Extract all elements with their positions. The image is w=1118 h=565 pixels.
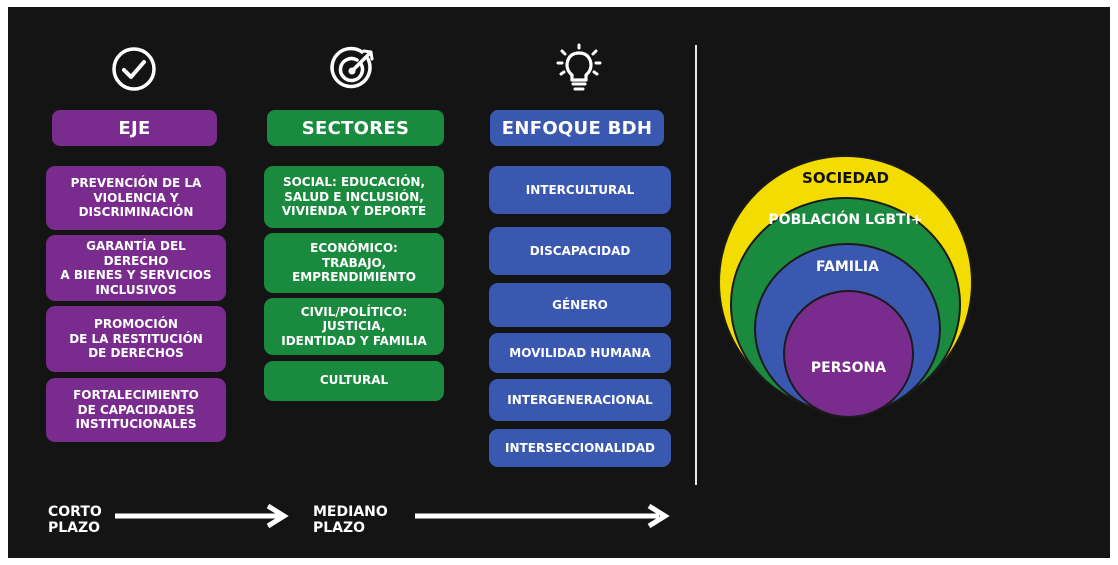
eje-item-garantia: GARANTÍA DEL DERECHO A BIENES Y SERVICIO… (46, 235, 226, 301)
header-sectores: SECTORES (267, 110, 444, 146)
lightbulb-icon (556, 43, 602, 91)
enfoque-item-discapacidad: DISCAPACIDAD (489, 227, 671, 275)
enfoque-item-intergeneracional: INTERGENERACIONAL (489, 379, 671, 421)
check-circle-icon (112, 47, 156, 91)
sector-item-economico: ECONÓMICO: TRABAJO, EMPRENDIMIENTO (264, 233, 444, 293)
eje-item-prevencion: PREVENCIÓN DE LA VIOLENCIA Y DISCRIMINAC… (46, 166, 226, 230)
label-familia: FAMILIA (816, 259, 879, 275)
timeline-short-term-label: CORTO PLAZO (48, 504, 102, 536)
header-enfoque-bdh: ENFOQUE BDH (490, 110, 664, 146)
header-eje: EJE (52, 110, 217, 146)
enfoque-item-interseccionalidad: INTERSECCIONALIDAD (489, 429, 671, 467)
diagram-canvas: EJE SECTORES ENFOQUE BDH PREVENCIÓN DE L… (8, 7, 1110, 558)
enfoque-item-intercultural: INTERCULTURAL (489, 166, 671, 214)
label-persona: PERSONA (810, 360, 887, 376)
label-poblacion-lgbti: POBLACIÓN LGBTI+ (768, 212, 923, 228)
enfoque-item-genero: GÉNERO (489, 283, 671, 327)
sector-item-civil-politico: CIVIL/POLÍTICO: JUSTICIA, IDENTIDAD Y FA… (264, 298, 444, 355)
arrow-right-icon (415, 504, 670, 528)
circle-persona (783, 290, 914, 418)
arrow-right-icon (115, 504, 289, 528)
eje-item-fortalecimiento: FORTALECIMIENTO DE CAPACIDADES INSTITUCI… (46, 378, 226, 442)
eje-item-promocion: PROMOCIÓN DE LA RESTITUCIÓN DE DERECHOS (46, 306, 226, 372)
target-icon (330, 46, 374, 89)
label-sociedad: SOCIEDAD (802, 169, 889, 187)
enfoque-item-movilidad-humana: MOVILIDAD HUMANA (489, 333, 671, 373)
timeline-medium-term-label: MEDIANO PLAZO (313, 504, 388, 536)
vertical-divider (695, 45, 697, 485)
sector-item-social: SOCIAL: EDUCACIÓN, SALUD E INCLUSIÓN, VI… (264, 166, 444, 228)
sector-item-cultural: CULTURAL (264, 361, 444, 401)
